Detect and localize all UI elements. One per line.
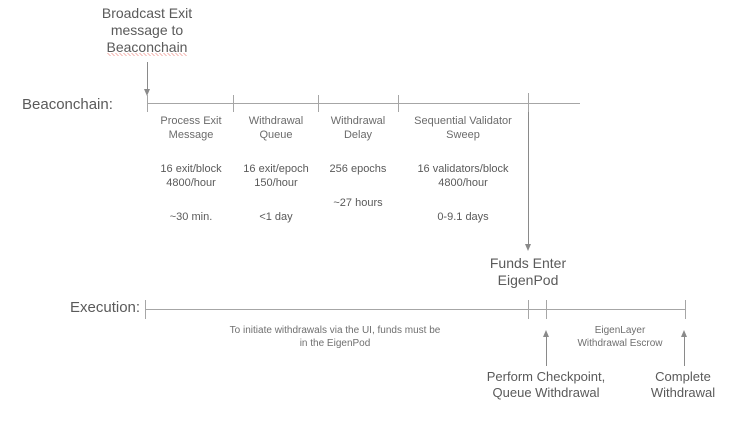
complete-withdrawal-caption: Complete Withdrawal — [628, 369, 738, 401]
complete-line-1: Complete — [655, 369, 711, 384]
stage-name-line-2: Queue — [259, 129, 293, 141]
stage-rate-line-2: 4800/hour — [166, 177, 216, 189]
beaconchain-tick-4 — [528, 93, 529, 112]
escrow-line-1: EigenLayer — [594, 325, 646, 336]
broadcast-exit-line-2: message to — [110, 22, 184, 38]
beaconchain-tick-start — [147, 95, 148, 112]
execution-note-line-1: To initiate withdrawals via the UI, fund… — [229, 325, 441, 336]
beaconchain-tick-2 — [318, 95, 319, 112]
funds-enter-line-2: EigenPod — [497, 272, 559, 288]
perform-checkpoint-arrow — [543, 330, 549, 366]
stage-name-line-1: Sequential Validator — [414, 115, 512, 127]
funds-enter-eigenpod-node: Funds Enter EigenPod — [458, 255, 598, 289]
stage-name-line-2: Delay — [343, 129, 373, 141]
checkpoint-line-2: Queue Withdrawal — [492, 385, 600, 400]
stage-rate-line-2: 150/hour — [254, 177, 298, 189]
beaconchain-misspelled-word: Beaconchain — [106, 39, 188, 56]
stage-rate-line-1: 16 validators/block — [417, 163, 509, 175]
broadcast-exit-line-1: Broadcast Exit — [101, 5, 193, 21]
beaconchain-stage-sequential-validator-sweep: Sequential Validator Sweep 16 validators… — [400, 114, 526, 224]
stage-name-line-1: Withdrawal — [248, 115, 304, 127]
beaconchain-tick-3 — [398, 95, 399, 112]
beaconchain-axis-label: Beaconchain: — [22, 96, 113, 113]
eigenlayer-withdrawal-escrow-label: EigenLayer Withdrawal Escrow — [556, 324, 684, 350]
execution-tick-complete — [685, 300, 686, 319]
funds-enter-line-1: Funds Enter — [489, 255, 567, 271]
checkpoint-line-1: Perform Checkpoint, — [486, 369, 606, 384]
execution-tick-checkpoint — [546, 300, 547, 319]
escrow-line-2: Withdrawal Escrow — [577, 338, 663, 349]
execution-axis-label: Execution: — [70, 299, 141, 316]
beaconchain-stage-process-exit-message: Process Exit Message 16 exit/block 4800/… — [153, 114, 229, 224]
broadcast-to-beaconchain-arrow — [144, 62, 150, 96]
beaconchain-timeline-axis — [147, 103, 580, 104]
execution-timeline-axis — [145, 309, 686, 310]
broadcast-exit-line-3: Beaconchain — [67, 39, 227, 56]
stage-name-line-2: Message — [168, 129, 214, 141]
stage-duration: ~30 min. — [169, 211, 213, 223]
stage-name-line-1: Process Exit — [160, 115, 222, 127]
broadcast-exit-callout: Broadcast Exit message to Beaconchain — [67, 5, 227, 56]
stage-rate-line-1: 256 epochs — [329, 163, 387, 175]
execution-note-line-2: in the EigenPod — [299, 338, 371, 349]
stage-rate-line-1: 16 exit/epoch — [243, 163, 309, 175]
stage-duration: ~27 hours — [333, 197, 383, 209]
stage-name-line-2: Sweep — [446, 129, 480, 141]
execution-ui-note: To initiate withdrawals via the UI, fund… — [190, 324, 480, 350]
stage-rate-line-1: 16 exit/block — [160, 163, 222, 175]
beaconchain-stage-withdrawal-delay: Withdrawal Delay 256 epochs ~27 hours — [320, 114, 396, 210]
complete-line-2: Withdrawal — [650, 385, 716, 400]
beaconchain-tick-1 — [233, 95, 234, 112]
funds-enter-eigenpod-arrow — [525, 112, 531, 251]
complete-withdrawal-arrow — [681, 330, 687, 366]
beaconchain-stage-withdrawal-queue: Withdrawal Queue 16 exit/epoch 150/hour … — [237, 114, 315, 224]
stage-name-line-1: Withdrawal — [330, 115, 386, 127]
execution-tick-funds-arrive — [528, 300, 529, 319]
stage-duration: 0-9.1 days — [437, 211, 489, 223]
stage-rate-line-2: 4800/hour — [438, 177, 488, 189]
execution-tick-start — [145, 300, 146, 319]
stage-duration: <1 day — [259, 211, 293, 223]
perform-checkpoint-caption: Perform Checkpoint, Queue Withdrawal — [475, 369, 617, 401]
